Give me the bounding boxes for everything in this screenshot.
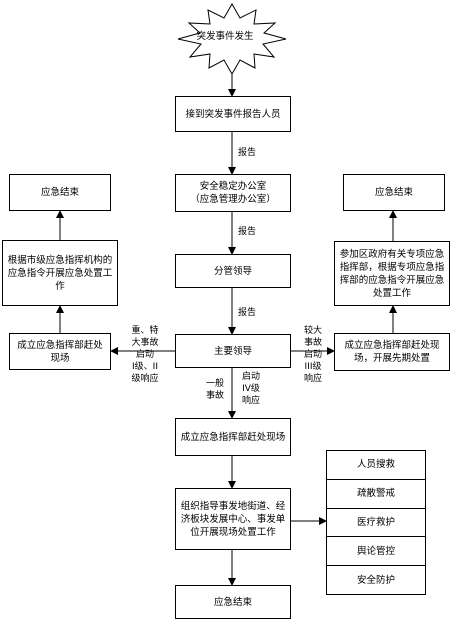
node-report-person: 接到突发事件报告人员 <box>175 96 291 132</box>
node-right-cmd: 成立应急指挥部赶处现场，开展先期处置 <box>334 333 450 371</box>
node-safety-office: 安全稳定办公室 （应急管理办公室） <box>175 174 291 212</box>
node-end-bottom: 应急结束 <box>175 585 291 619</box>
task-item: 舆论管控 <box>326 536 426 567</box>
edge-label-report-3: 报告 <box>238 308 257 318</box>
node-leader-in-charge: 分管领导 <box>175 254 291 288</box>
node-right-district: 参加区政府有关专项应急指挥部，根据专项应急指挥部的应急指令开展应急处置工作 <box>334 241 450 306</box>
edge-label-major: 重、特 大事故 启动 I级、II 级响应 <box>131 326 159 384</box>
node-left-cmd: 成立应急指挥部赶处现场 <box>9 333 111 370</box>
edge-label-report-2: 报告 <box>238 227 257 237</box>
tasks-group: 人员搜救 疏散警戒 医疗救护 舆论管控 安全防护 <box>326 450 426 595</box>
edge-label-level4: 启动 IV级 响应 <box>241 372 260 406</box>
edge-label-general: 一般 事故 <box>205 379 224 401</box>
node-main-leader: 主要领导 <box>175 334 291 368</box>
task-item: 人员搜救 <box>326 450 426 480</box>
node-organize: 组织指导事发地街道、经济板块发展中心、事发单位开展现场处置工作 <box>175 488 291 550</box>
node-right-end: 应急结束 <box>343 174 445 211</box>
node-cmd-on-site: 成立应急指挥部赶处现场 <box>175 418 291 456</box>
edge-label-larger: 较大 事故 启动 III级 响应 <box>303 326 322 384</box>
node-left-end: 应急结束 <box>9 174 111 211</box>
task-item: 安全防护 <box>326 565 426 595</box>
task-item: 医疗救护 <box>326 507 426 538</box>
task-item: 疏散警戒 <box>326 478 426 509</box>
node-start: 突发事件发生 <box>196 31 254 42</box>
node-left-city: 根据市级应急指挥机构的应急指令开展应急处置工作 <box>2 240 118 306</box>
edge-label-report-1: 报告 <box>238 148 257 158</box>
